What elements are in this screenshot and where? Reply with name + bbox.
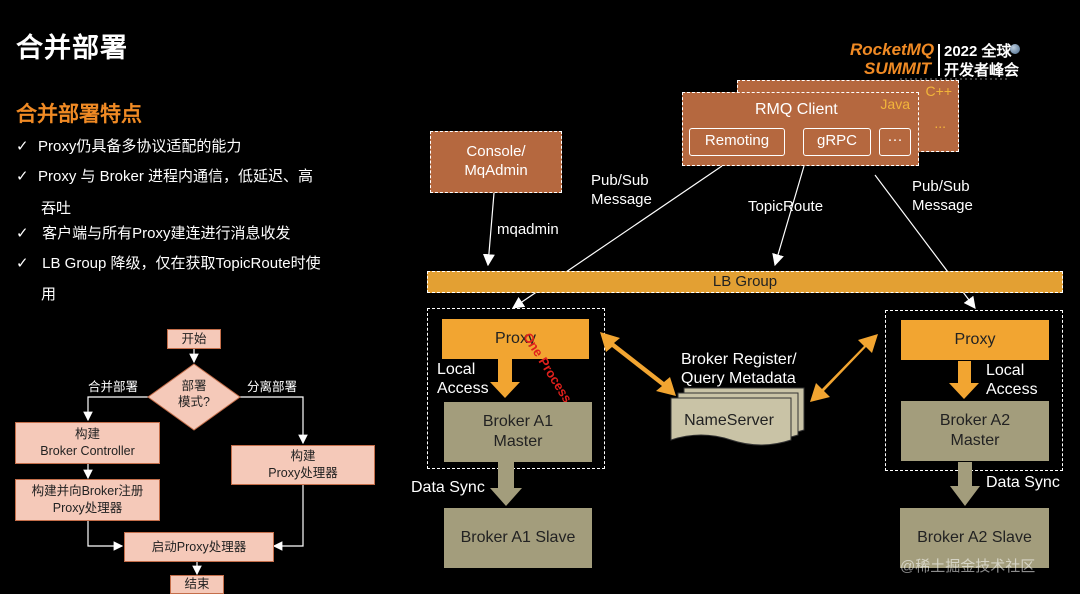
check-icon: ✓	[16, 168, 29, 185]
flow-start-proxy: 启动Proxy处理器	[124, 532, 274, 562]
local-access-right-arrow	[949, 361, 979, 399]
console-mqadmin: Console/ MqAdmin	[430, 131, 562, 193]
local-access-left-arrow	[490, 359, 520, 398]
flow-build-register-l1: 构建并向Broker注册	[31, 484, 144, 498]
broker-a1-master-l2: Master	[493, 433, 543, 450]
register-left-arrow	[600, 332, 676, 396]
logo-dotted-line	[900, 78, 1010, 80]
data-sync-left-arrow	[490, 462, 522, 506]
bullet-2: ✓ Proxy 与 Broker 进程内通信，低延迟、高	[16, 163, 313, 191]
flow-left-branch: 合并部署	[88, 380, 139, 394]
broker-a2-master: Broker A2 Master	[901, 401, 1049, 461]
globe-icon	[1010, 44, 1020, 54]
flow-build-proxy-l1: 构建	[290, 449, 316, 463]
flow-build-register-l2: Proxy处理器	[52, 501, 123, 515]
broker-a1-slave: Broker A1 Slave	[444, 508, 592, 568]
bullet-4-text: LB Group 降级，仅在获取TopicRoute时使	[38, 255, 321, 272]
register-right-arrow	[810, 334, 878, 402]
flow-build-controller: 构建 Broker Controller	[15, 422, 160, 464]
flow-build-controller-l2: Broker Controller	[40, 444, 135, 458]
flow-build-proxy: 构建 Proxy处理器	[231, 445, 375, 485]
section-subtitle: 合并部署特点	[16, 103, 142, 126]
pubsub-right-l1: Pub/Sub	[912, 178, 970, 195]
logo-dev: 开发者峰会	[944, 62, 1020, 79]
rmq-client-label: RMQ Client	[755, 101, 838, 118]
cpp-label: C++	[925, 83, 952, 99]
flow-build-proxy-l2: Proxy处理器	[268, 466, 338, 480]
logo-summit: SUMMIT	[864, 59, 932, 78]
logo-year: 2022 全球	[944, 43, 1012, 60]
local-access-left-l2: Access	[437, 380, 489, 397]
pubsub-left-l2: Message	[591, 191, 652, 208]
local-access-right: Local Access	[986, 361, 1038, 399]
data-sync-left: Data Sync	[411, 479, 485, 496]
broker-a2-slave: Broker A2 Slave	[900, 508, 1049, 568]
pubsub-right-label: Pub/Sub Message	[912, 177, 973, 215]
console-l2: MqAdmin	[464, 162, 528, 179]
remoting-protocol: Remoting	[689, 128, 785, 156]
logo-divider	[938, 44, 940, 76]
check-icon: ✓	[16, 255, 29, 272]
bullet-2-text: Proxy 与 Broker 进程内通信，低延迟、高	[38, 168, 314, 185]
logo-brand: RocketMQ	[850, 40, 935, 59]
flow-start: 开始	[167, 329, 221, 349]
process-a2-container	[885, 310, 1063, 471]
check-icon: ✓	[16, 225, 29, 242]
flow-build-controller-l1: 构建	[74, 427, 100, 441]
nameserver-label: NameServer	[684, 412, 774, 429]
flow-decision-text: 部署 模式?	[164, 378, 224, 410]
bullet-2-cont: 吞吐	[41, 200, 72, 217]
bullet-1: ✓ Proxy仍具备多协议适配的能力	[16, 133, 241, 161]
local-access-left-l1: Local	[437, 361, 476, 378]
bullet-3-text: 客户端与所有Proxy建连进行消息收发	[38, 225, 291, 242]
data-sync-right: Data Sync	[986, 474, 1060, 491]
lb-group: LB Group	[427, 271, 1063, 293]
grpc-protocol: gRPC	[803, 128, 871, 156]
rocketmq-summit-logo: RocketMQ SUMMIT 2022 全球 开发者峰会	[850, 38, 1060, 79]
decision-diamond	[147, 363, 241, 431]
pubsub-left-label: Pub/Sub Message	[591, 171, 652, 209]
local-access-right-l1: Local	[986, 362, 1025, 379]
client-card-java: RMQ Client Java Remoting gRPC ···	[682, 92, 919, 166]
broker-register-label: Broker Register/ Query Metadata	[681, 350, 797, 388]
flow-right-branch: 分离部署	[247, 380, 298, 394]
topicroute-label: TopicRoute	[748, 198, 824, 215]
broker-a1-master-l1: Broker A1	[482, 413, 554, 430]
decision-line-1: 部署	[181, 379, 207, 393]
proxy-left: Proxy	[442, 319, 589, 359]
bullet-3: ✓ 客户端与所有Proxy建连进行消息收发	[16, 220, 291, 248]
local-access-right-l2: Access	[986, 381, 1038, 398]
broker-a2-master-l1: Broker A2	[939, 412, 1011, 429]
watermark: @稀土掘金技术社区	[900, 558, 1036, 575]
broker-a1-master: Broker A1 Master	[444, 402, 592, 462]
bullet-4-cont: 用	[41, 286, 57, 303]
bullet-4: ✓ LB Group 降级，仅在获取TopicRoute时使	[16, 250, 321, 278]
broker-register-l2: Query Metadata	[681, 370, 796, 387]
data-sync-right-arrow	[950, 462, 980, 506]
java-label: Java	[880, 96, 910, 112]
other-protocol: ···	[879, 128, 911, 156]
broker-a2-master-l2: Master	[950, 432, 1000, 449]
bullet-1-text: Proxy仍具备多协议适配的能力	[38, 138, 242, 155]
check-icon: ✓	[16, 138, 29, 155]
page-title: 合并部署	[16, 33, 128, 63]
local-access-left: Local Access	[437, 360, 489, 398]
broker-register-l1: Broker Register/	[681, 351, 797, 368]
pubsub-left-l1: Pub/Sub	[591, 172, 649, 189]
console-l1: Console/	[466, 143, 526, 160]
mqadmin-label: mqadmin	[497, 221, 559, 238]
proxy-right: Proxy	[901, 320, 1049, 360]
decision-line-2: 模式?	[178, 395, 210, 409]
process-a1-container	[427, 308, 605, 469]
flow-build-register: 构建并向Broker注册 Proxy处理器	[15, 479, 160, 521]
more-label: ...	[934, 115, 946, 131]
pubsub-right-l2: Message	[912, 197, 973, 214]
nameserver-doc	[670, 397, 792, 446]
